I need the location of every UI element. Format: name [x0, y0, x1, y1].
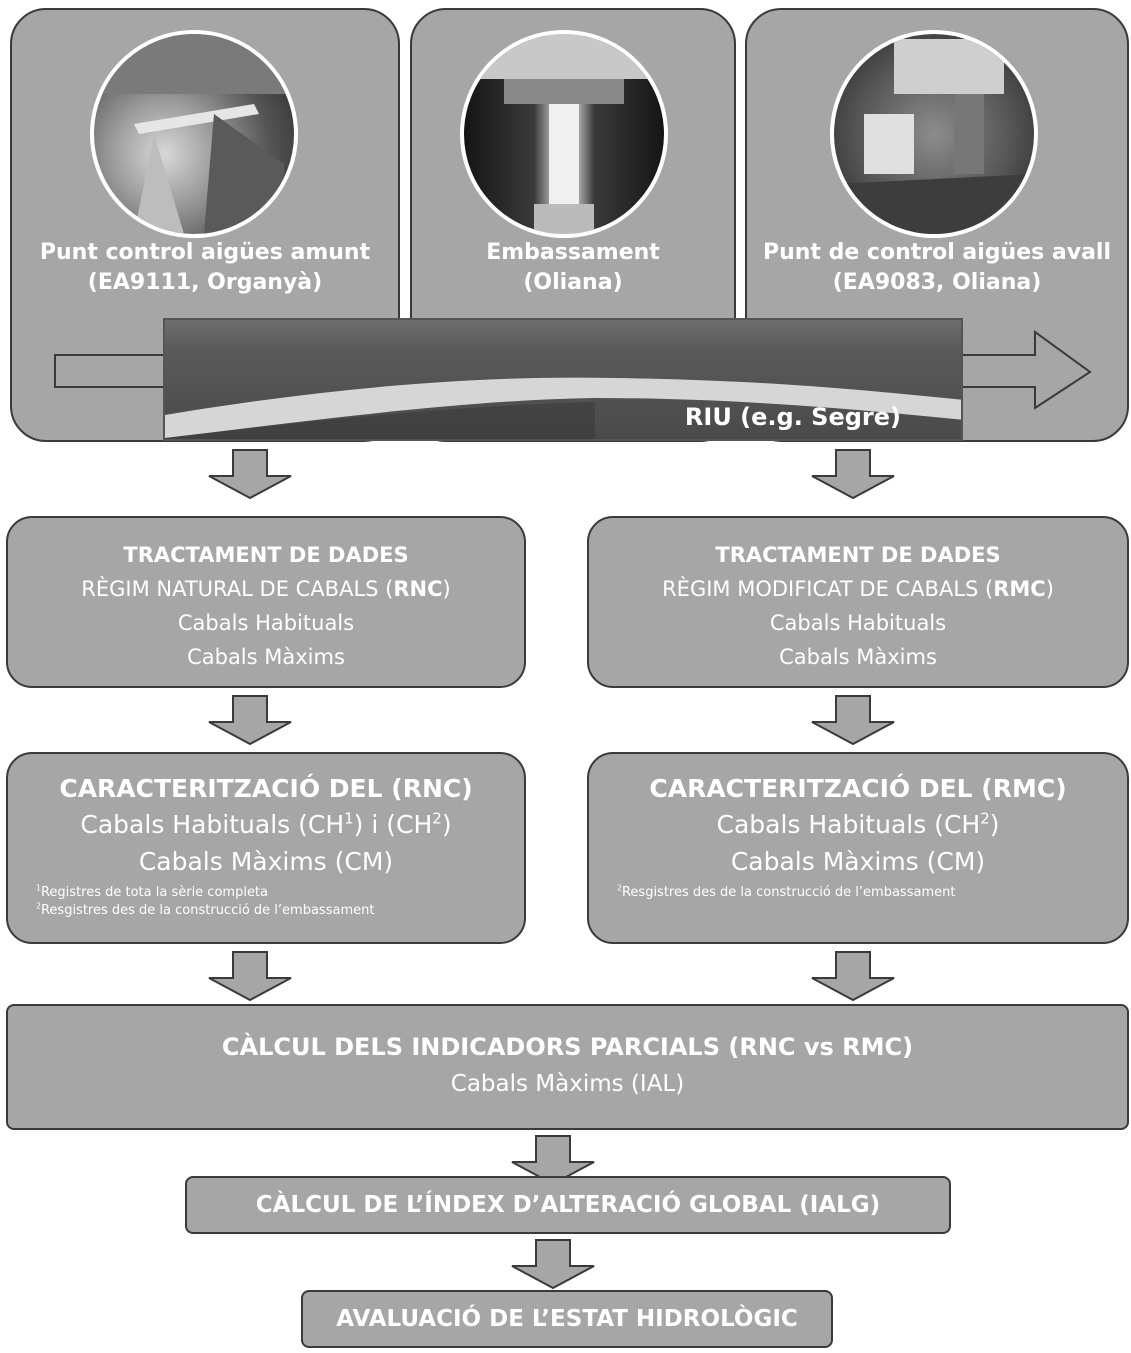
characterization-maxims-left: Cabals Màxims (CM)	[138, 847, 394, 876]
reservoir-subtitle: (Oliana)	[523, 270, 623, 295]
treatment-box-modified: TRACTAMENT DE DADES RÈGIM MODIFICAT DE C…	[587, 516, 1129, 688]
river-label: RIU (e.g. Segre)	[684, 403, 901, 431]
downstream-dam-photo	[830, 30, 1038, 238]
down-arrow-left-2	[208, 695, 292, 746]
characterization-note2-left: 2Resgistres des de la construcció de l’e…	[36, 901, 375, 918]
reservoir-title: Embassament	[486, 240, 660, 265]
treatment-regime-left: RÈGIM NATURAL DE CABALS (RNC)	[81, 577, 451, 601]
river-photo: RIU (e.g. Segre)	[163, 318, 963, 441]
characterization-note1-left: 1Registres de tota la sèrie completa	[36, 883, 268, 900]
treatment-maxims-right: Cabals Màxims	[779, 645, 937, 669]
downstream-subtitle: (EA9083, Oliana)	[832, 270, 1042, 295]
upstream-bridge-photo	[90, 30, 298, 238]
treatment-regime-right: RÈGIM MODIFICAT DE CABALS (RMC)	[662, 577, 1054, 601]
characterization-box-natural: CARACTERITZACIÓ DEL (RNC) Cabals Habitua…	[6, 752, 526, 944]
reservoir-caption: Embassament (Oliana)	[415, 238, 731, 298]
treatment-habituals-right: Cabals Habituals	[769, 611, 947, 635]
treatment-box-natural: TRACTAMENT DE DADES RÈGIM NATURAL DE CAB…	[6, 516, 526, 688]
down-arrow-left-3	[208, 951, 292, 1002]
characterization-box-modified: CARACTERITZACIÓ DEL (RMC) Cabals Habitua…	[587, 752, 1129, 944]
upstream-subtitle: (EA9111, Organyà)	[87, 270, 323, 295]
evaluation-box: AVALUACIÓ DE L’ESTAT HIDROLÒGIC	[301, 1290, 833, 1348]
treatment-heading-left: TRACTAMENT DE DADES	[123, 543, 409, 567]
characterization-habituals-right: Cabals Habituals (CH2)	[716, 809, 1000, 839]
characterization-habituals-left: Cabals Habituals (CH1) i (CH2)	[80, 809, 452, 839]
treatment-maxims-left: Cabals Màxims	[187, 645, 345, 669]
characterization-heading-right: CARACTERITZACIÓ DEL (RMC)	[649, 774, 1067, 803]
reservoir-dam-photo	[460, 30, 668, 238]
partial-indicators-box: CÀLCUL DELS INDICADORS PARCIALS (RNC vs …	[6, 1004, 1129, 1130]
characterization-note2-right: 2Resgistres des de la construcció de l’e…	[617, 883, 956, 900]
down-arrow-right-1	[811, 449, 895, 500]
down-arrow-center-2	[511, 1239, 595, 1290]
downstream-caption: Punt de control aigües avall (EA9083, Ol…	[752, 238, 1122, 298]
treatment-habituals-left: Cabals Habituals	[177, 611, 355, 635]
down-arrow-left-1	[208, 449, 292, 500]
downstream-title: Punt de control aigües avall	[762, 240, 1112, 265]
treatment-heading-right: TRACTAMENT DE DADES	[715, 543, 1001, 567]
global-index-box: CÀLCUL DE L’ÍNDEX D’ALTERACIÓ GLOBAL (IA…	[185, 1176, 951, 1234]
upstream-title: Punt control aigües amunt	[39, 240, 371, 265]
down-arrow-right-3	[811, 951, 895, 1002]
characterization-maxims-right: Cabals Màxims (CM)	[730, 847, 986, 876]
upstream-caption: Punt control aigües amunt (EA9111, Organ…	[20, 238, 390, 298]
global-index-heading: CÀLCUL DE L’ÍNDEX D’ALTERACIÓ GLOBAL (IA…	[255, 1192, 881, 1218]
down-arrow-right-2	[811, 695, 895, 746]
partial-indicators-heading: CÀLCUL DELS INDICADORS PARCIALS (RNC vs …	[221, 1033, 914, 1061]
down-arrow-center-1	[511, 1135, 595, 1186]
partial-indicators-line: Cabals Màxims (IAL)	[450, 1071, 685, 1097]
characterization-heading-left: CARACTERITZACIÓ DEL (RNC)	[59, 774, 473, 803]
evaluation-heading: AVALUACIÓ DE L’ESTAT HIDROLÒGIC	[336, 1306, 798, 1332]
